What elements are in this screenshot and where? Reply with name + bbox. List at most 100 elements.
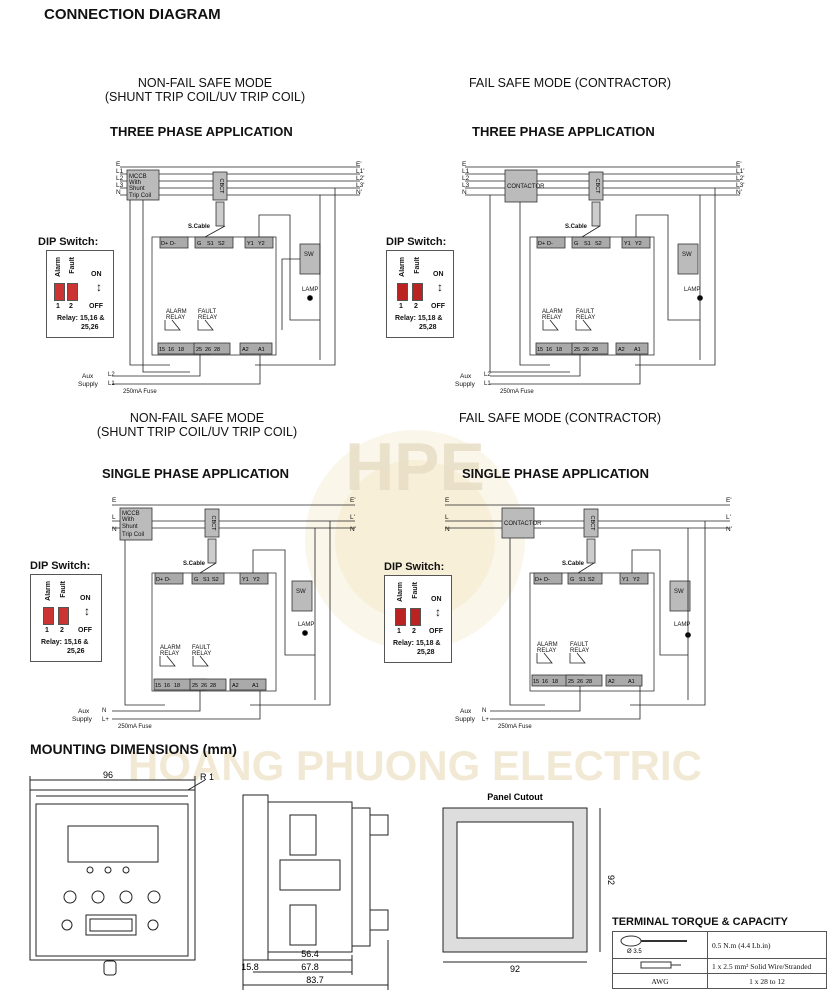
wire-value: 1 x 2.5 mm² Solid Wire/Stranded (707, 958, 827, 974)
torque-table: Ø 3.5 0.5 N.m (4.4 Lb.in) 1 x 2.5 mm² So… (612, 931, 827, 989)
on-label: ON (433, 271, 444, 278)
dip-switch-title: DIP Switch: (384, 561, 445, 573)
mounting-title: MOUNTING DIMENSIONS (mm) (30, 741, 237, 757)
dip-2-label: 2 (414, 303, 418, 310)
side-dim-3: 83.7 (306, 975, 324, 985)
wire-cell (612, 958, 708, 974)
terminal-label: S1 (579, 577, 586, 583)
svg-text:L': L' (726, 514, 731, 521)
svg-text:Trip Coil: Trip Coil (122, 532, 144, 538)
svg-text:L2: L2 (462, 175, 470, 182)
terminal-label: Y1 (624, 241, 631, 247)
svg-text:N: N (482, 708, 486, 714)
svg-text:S.Cable: S.Cable (183, 561, 206, 567)
svg-text:RELAY: RELAY (166, 315, 185, 321)
terminal-label: 28 (586, 679, 592, 685)
dip-switch-panel: Alarm Fault 1 2 ON ↕ OFF Relay: 15,16 & … (46, 250, 114, 338)
nfs-single-app: SINGLE PHASE APPLICATION (102, 466, 290, 481)
diagram-fs-three (465, 166, 740, 385)
screwdriver-icon: Ø 3.5 (620, 935, 687, 955)
svg-text:E: E (112, 497, 117, 504)
nfs-three-mode-line2: (SHUNT TRIP COIL/UV TRIP COIL) (104, 90, 306, 104)
off-label: OFF (89, 303, 103, 310)
dip-1-label: 1 (397, 628, 401, 635)
diagram-nfs-three (112, 166, 360, 385)
relay-line2: 25,26 (67, 648, 85, 655)
dip-switch-panel: Alarm Fault 1 2 ON ↕ OFF Relay: 15,18 & … (384, 575, 452, 663)
side-dim-1: 56.4 (301, 949, 319, 959)
page-title: CONNECTION DIAGRAM (44, 6, 221, 23)
svg-text:N': N' (726, 526, 732, 533)
svg-text:RELAY: RELAY (570, 648, 589, 654)
svg-text:L2: L2 (116, 175, 124, 182)
panel-cutout (442, 807, 601, 963)
terminal-label: S1 (207, 241, 214, 247)
table-row: AWG 1 x 28 to 12 (612, 973, 827, 989)
svg-text:Trip Coil: Trip Coil (129, 193, 151, 199)
dip-fault-switch (58, 607, 69, 625)
terminal-label: Y2 (253, 577, 260, 583)
dip-2-label: 2 (60, 627, 64, 634)
svg-text:LAMP: LAMP (674, 622, 690, 628)
radius-label: R 1 (200, 772, 214, 782)
off-label: OFF (429, 628, 443, 635)
cbct-label: CBCT (589, 516, 595, 532)
terminal-label: Y2 (258, 241, 265, 247)
svg-text:MCCB: MCCB (129, 174, 147, 180)
terminal-label: 26 (577, 679, 583, 685)
dip-alarm-switch (397, 283, 408, 301)
svg-text:250mA Fuse: 250mA Fuse (123, 389, 157, 395)
terminal-label: A2 (242, 347, 249, 353)
svg-text:SW: SW (304, 252, 314, 258)
terminal-label: Y2 (633, 577, 640, 583)
terminal-label: 28 (592, 347, 598, 353)
terminal-label: Y1 (622, 577, 629, 583)
terminal-label: G (570, 577, 574, 583)
cutout-height-label: 92 (606, 875, 616, 885)
svg-text:L: L (112, 514, 116, 521)
terminal-label: D- (165, 577, 171, 583)
svg-text:With: With (122, 517, 134, 523)
arrow-updown-icon: ↕ (435, 605, 441, 619)
svg-text:Supply: Supply (455, 716, 476, 723)
torque-section: TERMINAL TORQUE & CAPACITY Ø 3.5 0.5 N.m… (612, 916, 827, 989)
svg-text:SW: SW (296, 589, 306, 595)
on-label: ON (91, 271, 102, 278)
terminal-label: 25 (192, 683, 198, 689)
terminal-label: 28 (210, 683, 216, 689)
terminal-label: 15 (155, 683, 161, 689)
svg-text:N: N (112, 526, 117, 533)
svg-text:250mA Fuse: 250mA Fuse (500, 389, 534, 395)
svg-text:E: E (445, 497, 450, 504)
svg-text:ALARM: ALARM (542, 309, 563, 315)
svg-text:Supply: Supply (78, 381, 99, 388)
svg-text:RELAY: RELAY (537, 648, 556, 654)
dip-switch-fs-single: DIP Switch: Alarm Fault 1 2 ON ↕ OFF Rel… (384, 561, 459, 663)
terminal-label: S2 (212, 577, 219, 583)
terminal-label: 16 (164, 683, 170, 689)
terminal-label: A1 (258, 347, 265, 353)
svg-text:ALARM: ALARM (166, 309, 187, 315)
svg-text:FAULT: FAULT (192, 645, 211, 651)
side-dim-left: 15.8 (241, 962, 259, 972)
svg-text:Shunt: Shunt (122, 524, 138, 530)
wire-icon (640, 961, 681, 969)
terminal-label: 18 (174, 683, 180, 689)
svg-text:N': N' (356, 189, 362, 196)
svg-text:E': E' (356, 161, 362, 168)
dip-switch-title: DIP Switch: (30, 560, 91, 572)
terminal-label: 26 (583, 347, 589, 353)
terminal-label: 26 (201, 683, 207, 689)
terminal-label: G (197, 241, 201, 247)
svg-text:L3': L3' (356, 182, 364, 189)
terminal-label: A2 (618, 347, 625, 353)
terminal-label: D- (544, 577, 550, 583)
dip-switch-fs-three: DIP Switch: Alarm Fault 1 2 ON ↕ OFF Rel… (386, 236, 461, 338)
svg-text:CONTACTOR: CONTACTOR (504, 521, 542, 527)
svg-text:FAULT: FAULT (576, 309, 595, 315)
terminal-label: 16 (168, 347, 174, 353)
terminal-label: D+ (535, 577, 542, 583)
terminal-label: 25 (574, 347, 580, 353)
svg-text:N': N' (736, 189, 742, 196)
svg-text:L1': L1' (736, 168, 744, 175)
